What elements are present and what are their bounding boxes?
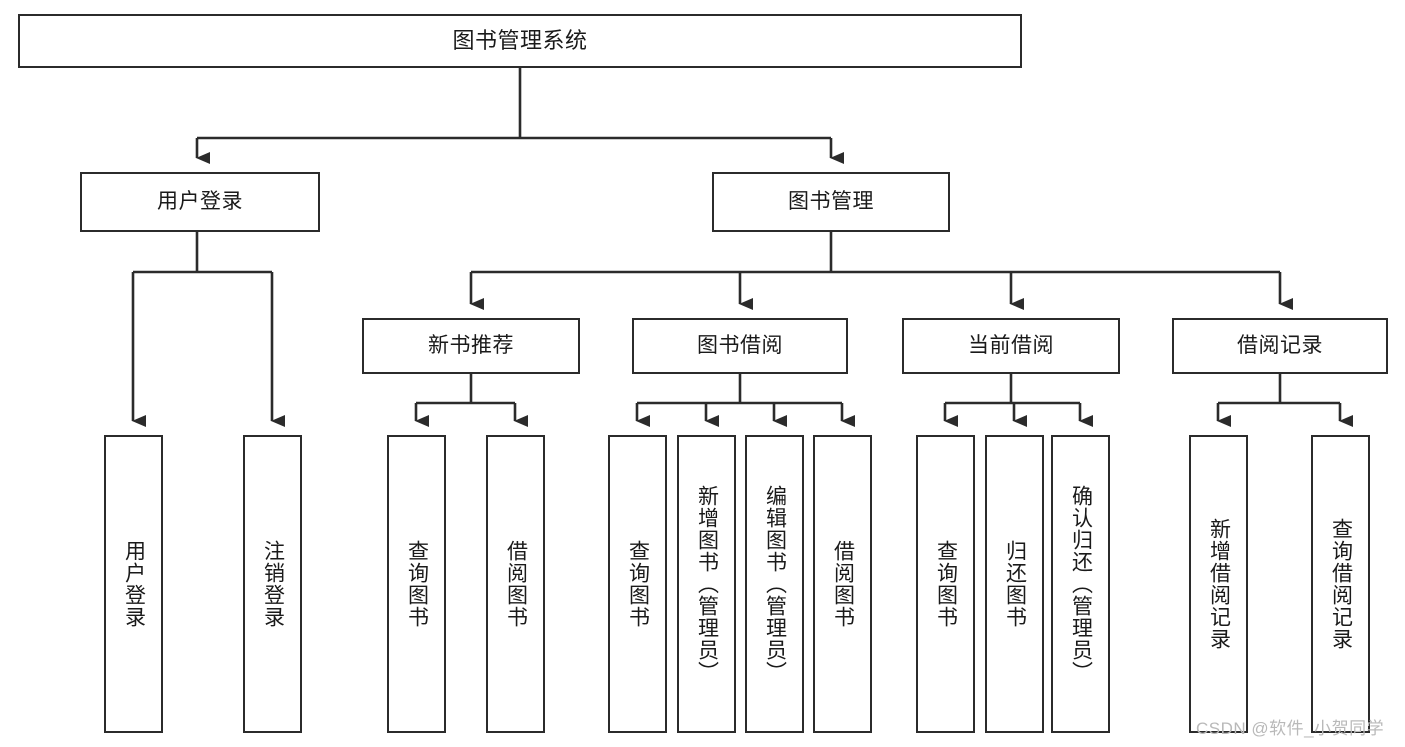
node-book-management[interactable]: 图书管理: [712, 172, 950, 232]
node-new-book-recommend[interactable]: 新书推荐: [362, 318, 580, 374]
node-label: 当前借阅: [968, 333, 1054, 357]
node-book-borrow[interactable]: 图书借阅: [632, 318, 848, 374]
node-label: 图书管理: [788, 189, 874, 213]
watermark-text: CSDN @软件_小贺同学: [1196, 719, 1385, 738]
node-label: 新书推荐: [428, 333, 514, 357]
node-leaf-add-borrow-record[interactable]: 新增借阅记录: [1189, 435, 1248, 733]
node-label: 借阅图书: [831, 540, 855, 628]
node-label: 归还图书: [1003, 540, 1027, 628]
node-leaf-borrow-book[interactable]: 借阅图书: [813, 435, 872, 733]
node-label: 编辑图书（管理员）: [763, 485, 787, 683]
node-root-system[interactable]: 图书管理系统: [18, 14, 1022, 68]
node-label: 新增图书（管理员）: [695, 485, 719, 683]
node-leaf-add-book-admin[interactable]: 新增图书（管理员）: [677, 435, 736, 733]
node-current-borrow[interactable]: 当前借阅: [902, 318, 1120, 374]
node-label: 新增借阅记录: [1207, 518, 1231, 650]
node-label: 查询图书: [405, 540, 429, 628]
node-user-login[interactable]: 用户登录: [80, 172, 320, 232]
node-borrow-records[interactable]: 借阅记录: [1172, 318, 1388, 374]
node-leaf-edit-book-admin[interactable]: 编辑图书（管理员）: [745, 435, 804, 733]
node-leaf-query-book-current[interactable]: 查询图书: [916, 435, 975, 733]
node-label: 用户登录: [122, 540, 146, 628]
node-leaf-user-login[interactable]: 用户登录: [104, 435, 163, 733]
node-leaf-confirm-return-admin[interactable]: 确认归还（管理员）: [1051, 435, 1110, 733]
node-label: 用户登录: [157, 189, 243, 213]
node-label: 查询图书: [626, 540, 650, 628]
node-label: 注销登录: [261, 540, 285, 628]
node-label: 查询图书: [934, 540, 958, 628]
node-leaf-borrow-book-recommend[interactable]: 借阅图书: [486, 435, 545, 733]
node-label: 图书管理系统: [452, 27, 588, 53]
node-label: 图书借阅: [697, 333, 783, 357]
node-leaf-query-borrow-record[interactable]: 查询借阅记录: [1311, 435, 1370, 733]
node-leaf-user-logout[interactable]: 注销登录: [243, 435, 302, 733]
node-label: 确认归还（管理员）: [1069, 485, 1093, 683]
node-label: 查询借阅记录: [1329, 518, 1353, 650]
node-leaf-return-book[interactable]: 归还图书: [985, 435, 1044, 733]
node-leaf-query-book-recommend[interactable]: 查询图书: [387, 435, 446, 733]
node-leaf-query-book-borrow[interactable]: 查询图书: [608, 435, 667, 733]
node-label: 借阅记录: [1237, 333, 1323, 357]
node-label: 借阅图书: [504, 540, 528, 628]
